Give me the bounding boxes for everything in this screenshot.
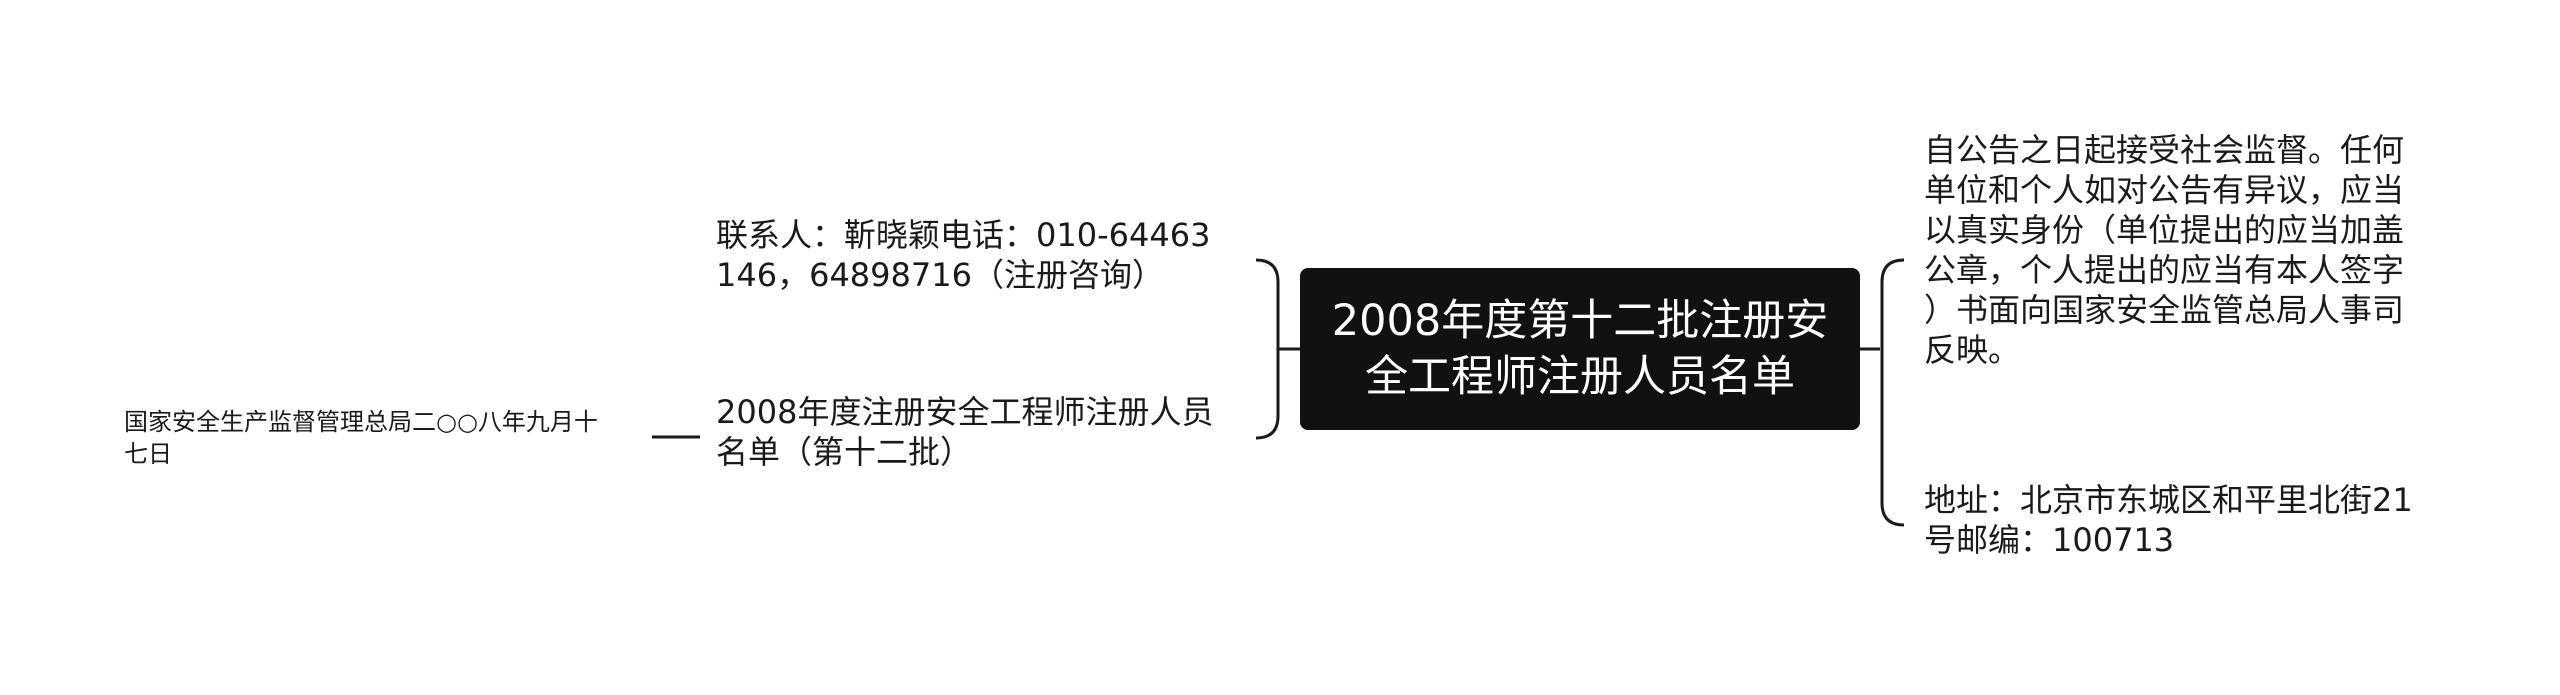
issuer-node[interactable]: 国家安全生产监督管理总局二○○八年九月十 七日 (124, 408, 598, 468)
root-node[interactable]: 2008年度第十二批注册安 全工程师注册人员名单 (1300, 268, 1860, 430)
notice-node[interactable]: 自公告之日起接受社会监督。任何 单位和个人如对公告有异议，应当 以真实身份（单位… (1924, 131, 2405, 369)
address-node[interactable]: 地址：北京市东城区和平里北街21 号邮编：100713 (1924, 481, 2413, 559)
right-bracket (1880, 258, 1905, 527)
list-title-node[interactable]: 2008年度注册安全工程师注册人员 名单（第十二批） (716, 393, 1214, 471)
root-title: 2008年度第十二批注册安 全工程师注册人员名单 (1331, 296, 1829, 402)
contact-node[interactable]: 联系人：靳晓颖电话：010-64463 146，64898716（注册咨询） (716, 216, 1211, 294)
left-bracket (1255, 258, 1280, 440)
